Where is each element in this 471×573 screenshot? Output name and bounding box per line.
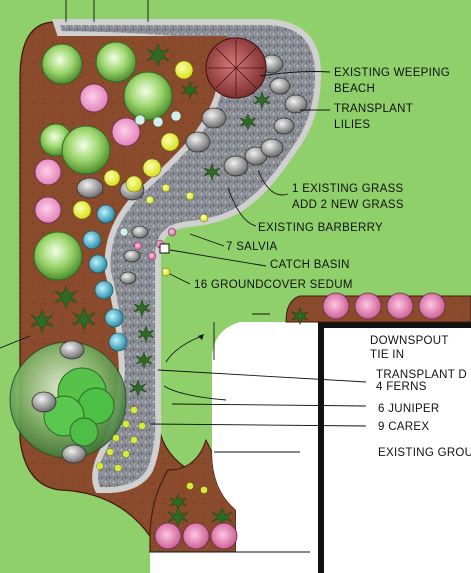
label-transplant-lilies-2: LILIES [334,119,370,131]
catch-basin [159,243,170,254]
label-carex: 9 CAREX [378,421,429,433]
label-groundcover-sedum: 16 GROUNDCOVER SEDUM [194,279,353,291]
grasses [30,43,271,527]
label-downspout-2: TIE IN [370,349,404,361]
yellow-plants [72,60,194,220]
plant-labels: EXISTING WEEPING BEACH TRANSPLANT LILIES… [194,67,471,459]
label-existing-grou: EXISTING GROU [378,447,471,459]
carex [96,406,208,494]
label-salvia: 7 SALVIA [226,241,277,253]
small-plants [119,110,209,277]
label-catch-basin: CATCH BASIN [270,259,350,271]
callout-leaders [149,71,367,427]
label-transplant-lilies-1: TRANSPLANT [334,103,413,115]
top-leaders [0,0,149,349]
pink-lilies [154,292,446,550]
shrubs-green [33,41,173,281]
label-existing-grass-1: 1 EXISTING GRASS [292,183,404,195]
label-juniper: 6 JUNIPER [378,403,440,415]
label-downspout-1: DOWNSPOUT [370,335,449,347]
label-weeping-beach-2: BEACH [334,83,375,95]
existing-tree [9,341,127,459]
teal-shrubs [82,204,128,352]
label-existing-barberry: EXISTING BARBERRY [258,222,383,234]
label-existing-grass-2: ADD 2 NEW GRASS [292,199,404,211]
weeping-beech [205,37,267,99]
label-ferns: 4 FERNS [376,381,427,393]
patio [150,322,471,573]
label-weeping-beach-1: EXISTING WEEPING [334,67,450,79]
downspout-arrow [198,334,204,340]
shrubs-pink [34,83,141,224]
label-transplant-d: TRANSPLANT D [376,369,467,381]
